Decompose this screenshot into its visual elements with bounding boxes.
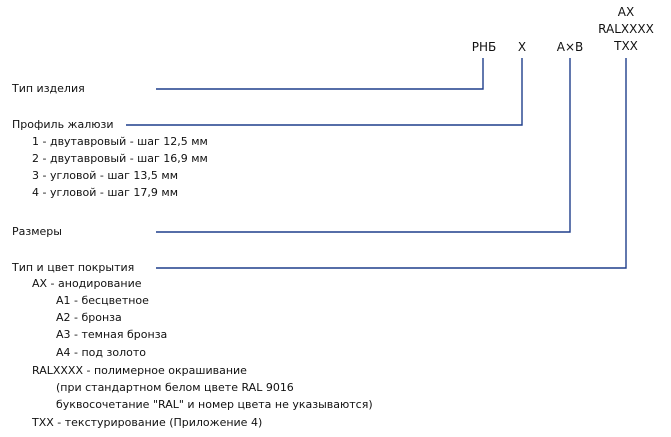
code-part-sizes: А×В xyxy=(556,40,584,54)
coating-anodizing-a3: А3 - темная бронза xyxy=(56,328,168,341)
profile-option-3: 3 - угловой - шаг 13,5 мм xyxy=(32,169,179,182)
label-sizes: Размеры xyxy=(12,225,62,238)
coating-anodizing-title: АХ - анодирование xyxy=(32,277,142,290)
coating-anodizing-a2: А2 - бронза xyxy=(56,311,122,324)
profile-option-4: 4 - угловой - шаг 17,9 мм xyxy=(32,186,179,199)
label-profile: Профиль жалюзи xyxy=(12,118,114,131)
code-part-type: РНБ xyxy=(471,40,497,54)
coating-anodizing-a4: А4 - под золото xyxy=(56,346,146,359)
code-part-profile: Х xyxy=(517,40,527,54)
profile-option-2: 2 - двутавровый - шаг 16,9 мм xyxy=(32,152,208,165)
code-coating-tx: ТХХ xyxy=(614,39,638,53)
label-coating: Тип и цвет покрытия xyxy=(12,261,135,274)
coating-texturing-title: ТХХ - текстурирование (Приложение 4) xyxy=(32,416,263,429)
connector-sizes xyxy=(156,58,571,233)
coating-anodizing-a1: А1 - бесцветное xyxy=(56,294,149,307)
coating-ral-note-1: (при стандартном белом цвете RAL 9016 xyxy=(56,381,294,394)
coating-ral-title: RALXXXX - полимерное окрашивание xyxy=(32,364,247,377)
connector-profile xyxy=(126,58,523,126)
label-product-type: Тип изделия xyxy=(12,82,85,95)
connector-coating xyxy=(156,58,627,269)
profile-option-1: 1 - двутавровый - шаг 12,5 мм xyxy=(32,135,208,148)
code-coating-ral: RALXXXX xyxy=(598,22,654,36)
connector-product-type xyxy=(156,58,484,90)
coating-ral-note-2: буквосочетание "RAL" и номер цвета не ук… xyxy=(56,398,373,411)
code-coating-ax: АХ xyxy=(617,5,635,19)
